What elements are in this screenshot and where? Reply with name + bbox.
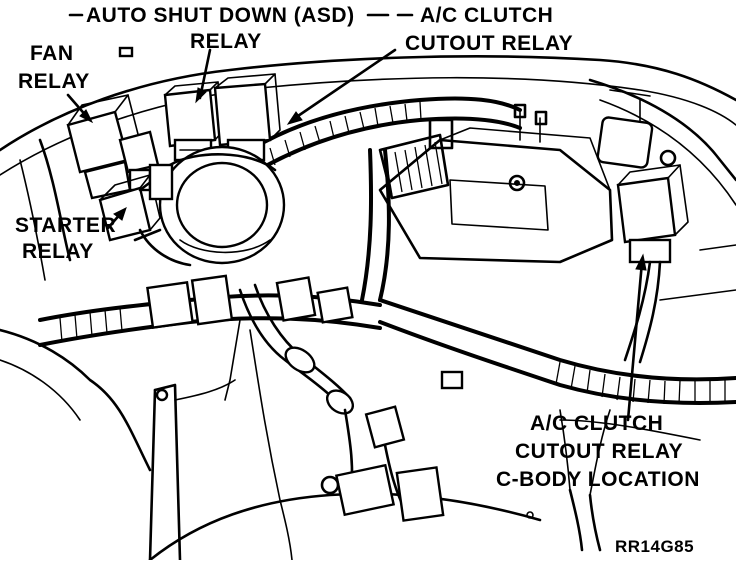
starter-relay — [98, 174, 192, 267]
callout-labels: AUTO SHUT DOWN (ASD) RELAY A/C CLUTCH CU… — [15, 4, 700, 556]
label-asd-relay-line1: AUTO SHUT DOWN (ASD) — [86, 4, 355, 27]
leader-ac-cutout-cbody — [626, 260, 644, 422]
label-fan-relay-line2: RELAY — [18, 70, 90, 93]
leader-ac-cutout-top — [293, 48, 397, 120]
throttle-body — [133, 145, 286, 265]
label-ac-cutout-top-line1: A/C CLUTCH — [420, 4, 553, 27]
label-ac-cutout-cbody-line1: A/C CLUTCH — [530, 412, 663, 435]
controller-module — [378, 103, 614, 264]
label-fan-relay-line1: FAN — [30, 42, 74, 65]
figure-code: RR14G85 — [615, 537, 694, 556]
misc-clips — [118, 46, 611, 552]
bracket-lower-left — [148, 379, 236, 562]
harness-connectors — [146, 274, 445, 561]
label-ac-cutout-cbody-line3: C-BODY LOCATION — [496, 468, 700, 491]
leader-lines — [66, 13, 647, 422]
label-ac-cutout-top-line2: CUTOUT RELAY — [405, 32, 573, 55]
label-ac-cutout-cbody-line2: CUTOUT RELAY — [515, 440, 683, 463]
fan-relay — [66, 94, 160, 200]
label-starter-relay-line2: RELAY — [22, 240, 94, 263]
label-asd-relay-line2: RELAY — [190, 30, 262, 53]
upper-harness — [248, 96, 522, 174]
label-starter-relay-line1: STARTER — [15, 214, 116, 237]
ac-clutch-relay-cbody — [596, 89, 689, 364]
